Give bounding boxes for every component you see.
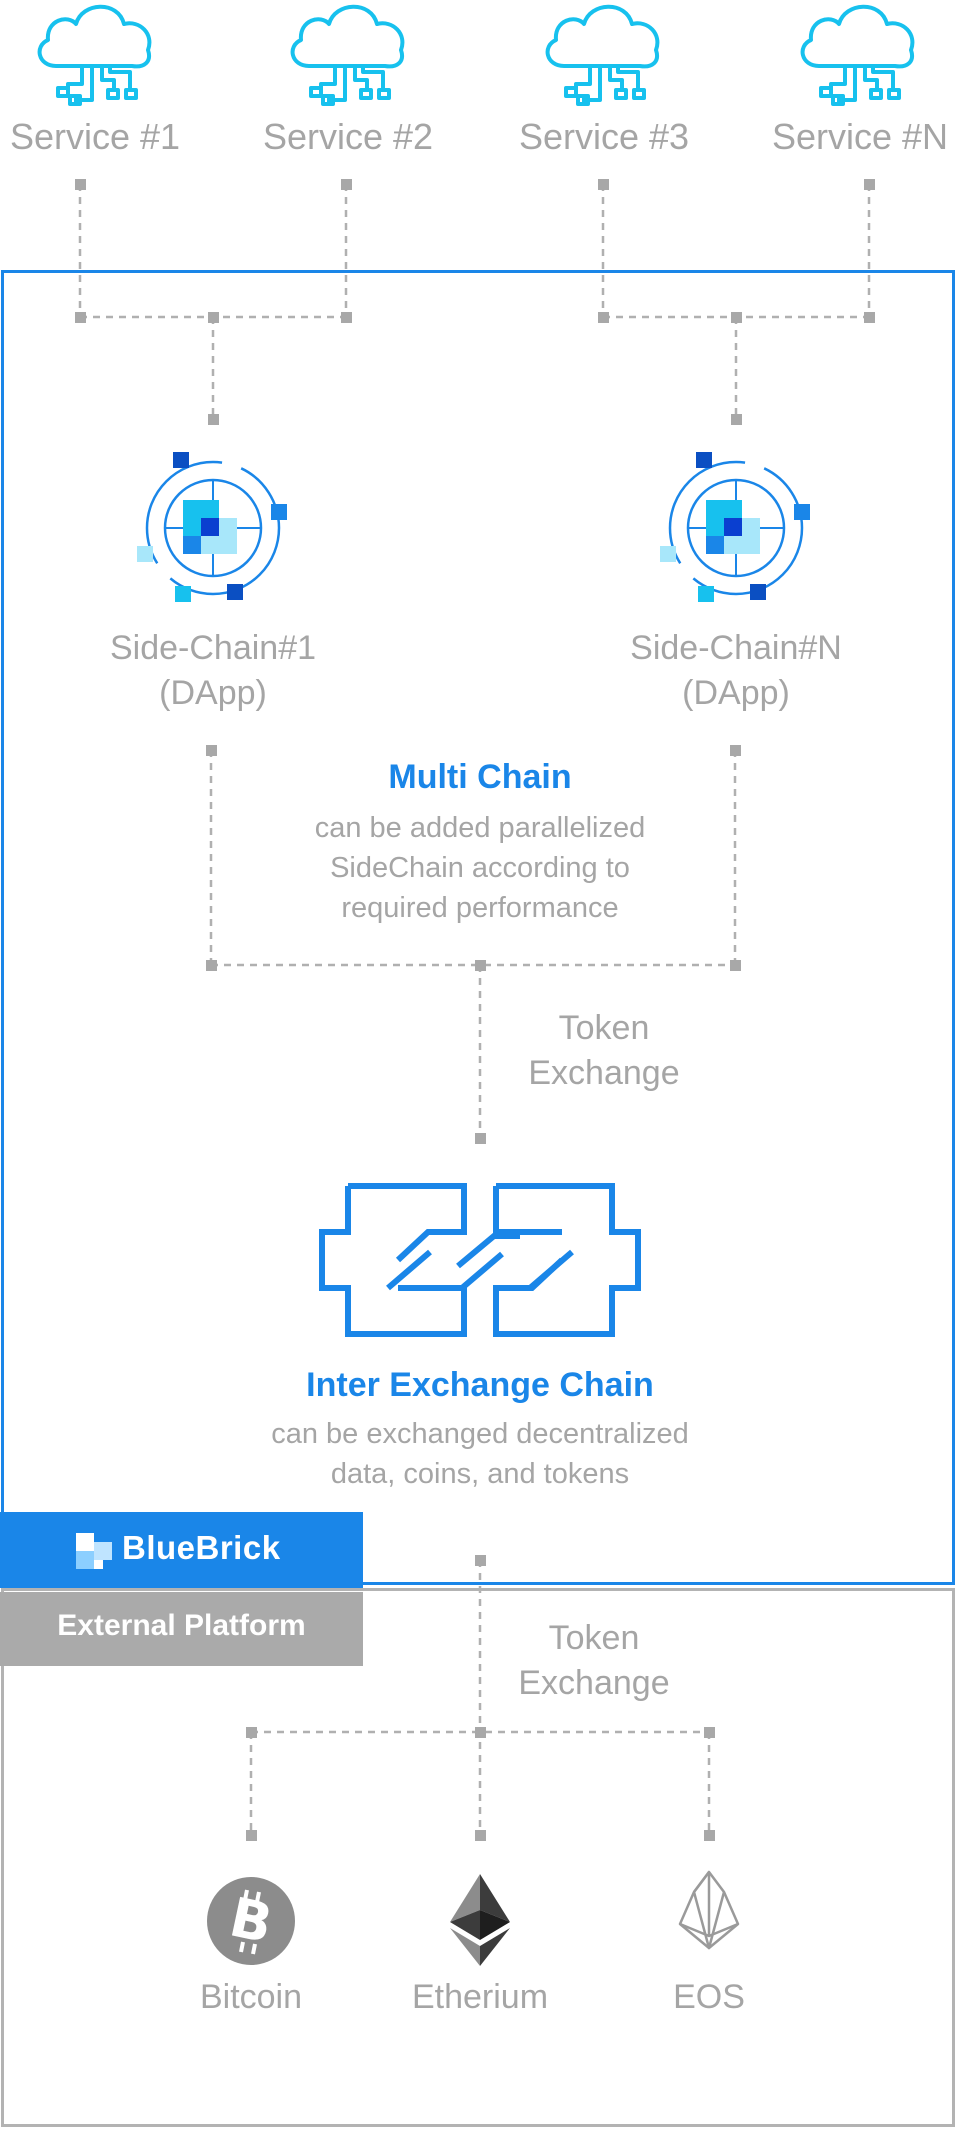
token-exchange-label: Token Exchange bbox=[484, 1006, 724, 1096]
bitcoin-icon: B bbox=[206, 1876, 296, 1971]
sidechain-icon bbox=[133, 448, 293, 613]
bluebrick-platform-frame bbox=[1, 270, 955, 1585]
token-exchange-label: Token Exchange bbox=[474, 1616, 714, 1706]
cloud-service-icon bbox=[30, 0, 160, 117]
sidechain-sub: (DApp) bbox=[159, 674, 267, 712]
crypto-label: EOS bbox=[673, 1978, 745, 2016]
token-exchange-line: Token bbox=[548, 1619, 640, 1657]
multi-chain-block: Multi Chain can be added parallelized Si… bbox=[230, 754, 730, 928]
external-platform-badge: External Platform bbox=[0, 1592, 363, 1666]
multi-chain-desc-line: can be added parallelized bbox=[314, 812, 646, 844]
service-label: Service #2 bbox=[262, 116, 434, 157]
external-platform-label: External Platform bbox=[57, 1609, 306, 1642]
eos-icon bbox=[678, 1870, 740, 1955]
multi-chain-description: can be added parallelized SideChain acco… bbox=[230, 808, 730, 928]
sidechain-label: Side-Chain#N (DApp) bbox=[576, 626, 896, 716]
chain-link-icon bbox=[318, 1182, 642, 1343]
crypto-label: Bitcoin bbox=[199, 1978, 303, 2016]
service-label: Service #N bbox=[771, 116, 949, 157]
inter-exchange-desc-line: can be exchanged decentralized bbox=[271, 1418, 689, 1450]
inter-exchange-desc-line: data, coins, and tokens bbox=[330, 1458, 630, 1490]
inter-exchange-block: Inter Exchange Chain can be exchanged de… bbox=[180, 1362, 780, 1494]
bluebrick-badge: BlueBrick bbox=[0, 1512, 363, 1588]
service-label: Service #3 bbox=[518, 116, 690, 157]
cloud-service-icon bbox=[283, 0, 413, 117]
crypto-label: Etherium bbox=[411, 1978, 549, 2016]
inter-exchange-title: Inter Exchange Chain bbox=[306, 1366, 654, 1404]
sidechain-sub: (DApp) bbox=[682, 674, 790, 712]
token-exchange-line: Exchange bbox=[528, 1054, 680, 1092]
cloud-service-icon bbox=[793, 0, 923, 117]
multi-chain-desc-line: SideChain according to bbox=[330, 852, 630, 884]
ethereum-icon bbox=[450, 1874, 510, 1971]
bluebrick-logo-icon bbox=[76, 1533, 112, 1569]
external-platform-frame bbox=[1, 1588, 955, 2127]
service-label: Service #1 bbox=[9, 116, 181, 157]
bluebrick-label: BlueBrick bbox=[122, 1529, 281, 1566]
cloud-service-icon bbox=[538, 0, 668, 117]
token-exchange-line: Token bbox=[558, 1009, 650, 1047]
sidechain-name: Side-Chain#1 bbox=[109, 629, 317, 667]
token-exchange-line: Exchange bbox=[518, 1664, 670, 1702]
inter-exchange-description: can be exchanged decentralized data, coi… bbox=[180, 1414, 780, 1494]
sidechain-name: Side-Chain#N bbox=[630, 629, 842, 667]
multi-chain-title: Multi Chain bbox=[388, 758, 572, 796]
sidechain-icon bbox=[656, 448, 816, 613]
sidechain-label: Side-Chain#1 (DApp) bbox=[53, 626, 373, 716]
multi-chain-desc-line: required performance bbox=[341, 892, 619, 924]
